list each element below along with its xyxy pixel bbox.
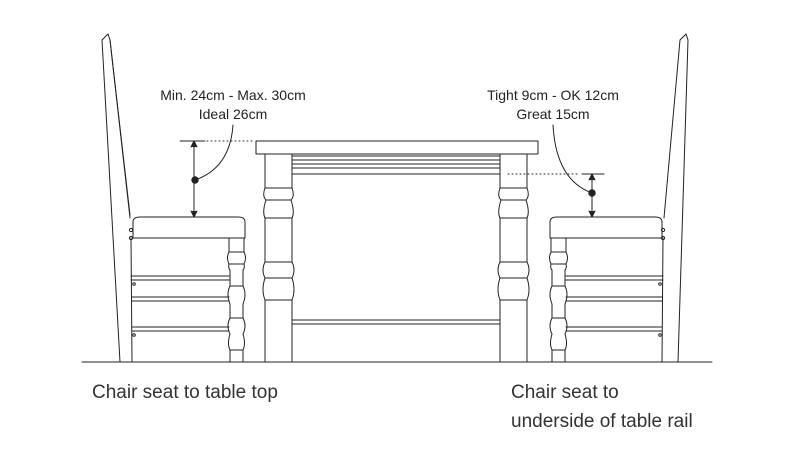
right-measure-label: Tight 9cm - OK 12cm Great 15cm — [458, 86, 648, 124]
right-caption-line2: underside of table rail — [511, 411, 693, 432]
left-dimension-marker — [179, 124, 253, 218]
left-measure-line2: Ideal 26cm — [198, 106, 268, 122]
left-measure-label: Min. 24cm - Max. 30cm Ideal 26cm — [130, 86, 336, 124]
right-measure-line2: Great 15cm — [516, 106, 590, 122]
left-chair — [101, 33, 246, 363]
table — [255, 140, 539, 363]
left-measure-line1: Min. 24cm - Max. 30cm — [160, 87, 306, 103]
right-chair — [549, 33, 689, 363]
right-measure-line1: Tight 9cm - OK 12cm — [487, 87, 619, 103]
left-caption-text: Chair seat to table top — [92, 382, 278, 403]
right-caption-line1: Chair seat to — [511, 382, 619, 403]
right-caption: Chair seat to underside of table rail — [511, 378, 693, 436]
left-caption: Chair seat to table top — [92, 378, 278, 407]
right-dimension-marker — [507, 124, 605, 218]
